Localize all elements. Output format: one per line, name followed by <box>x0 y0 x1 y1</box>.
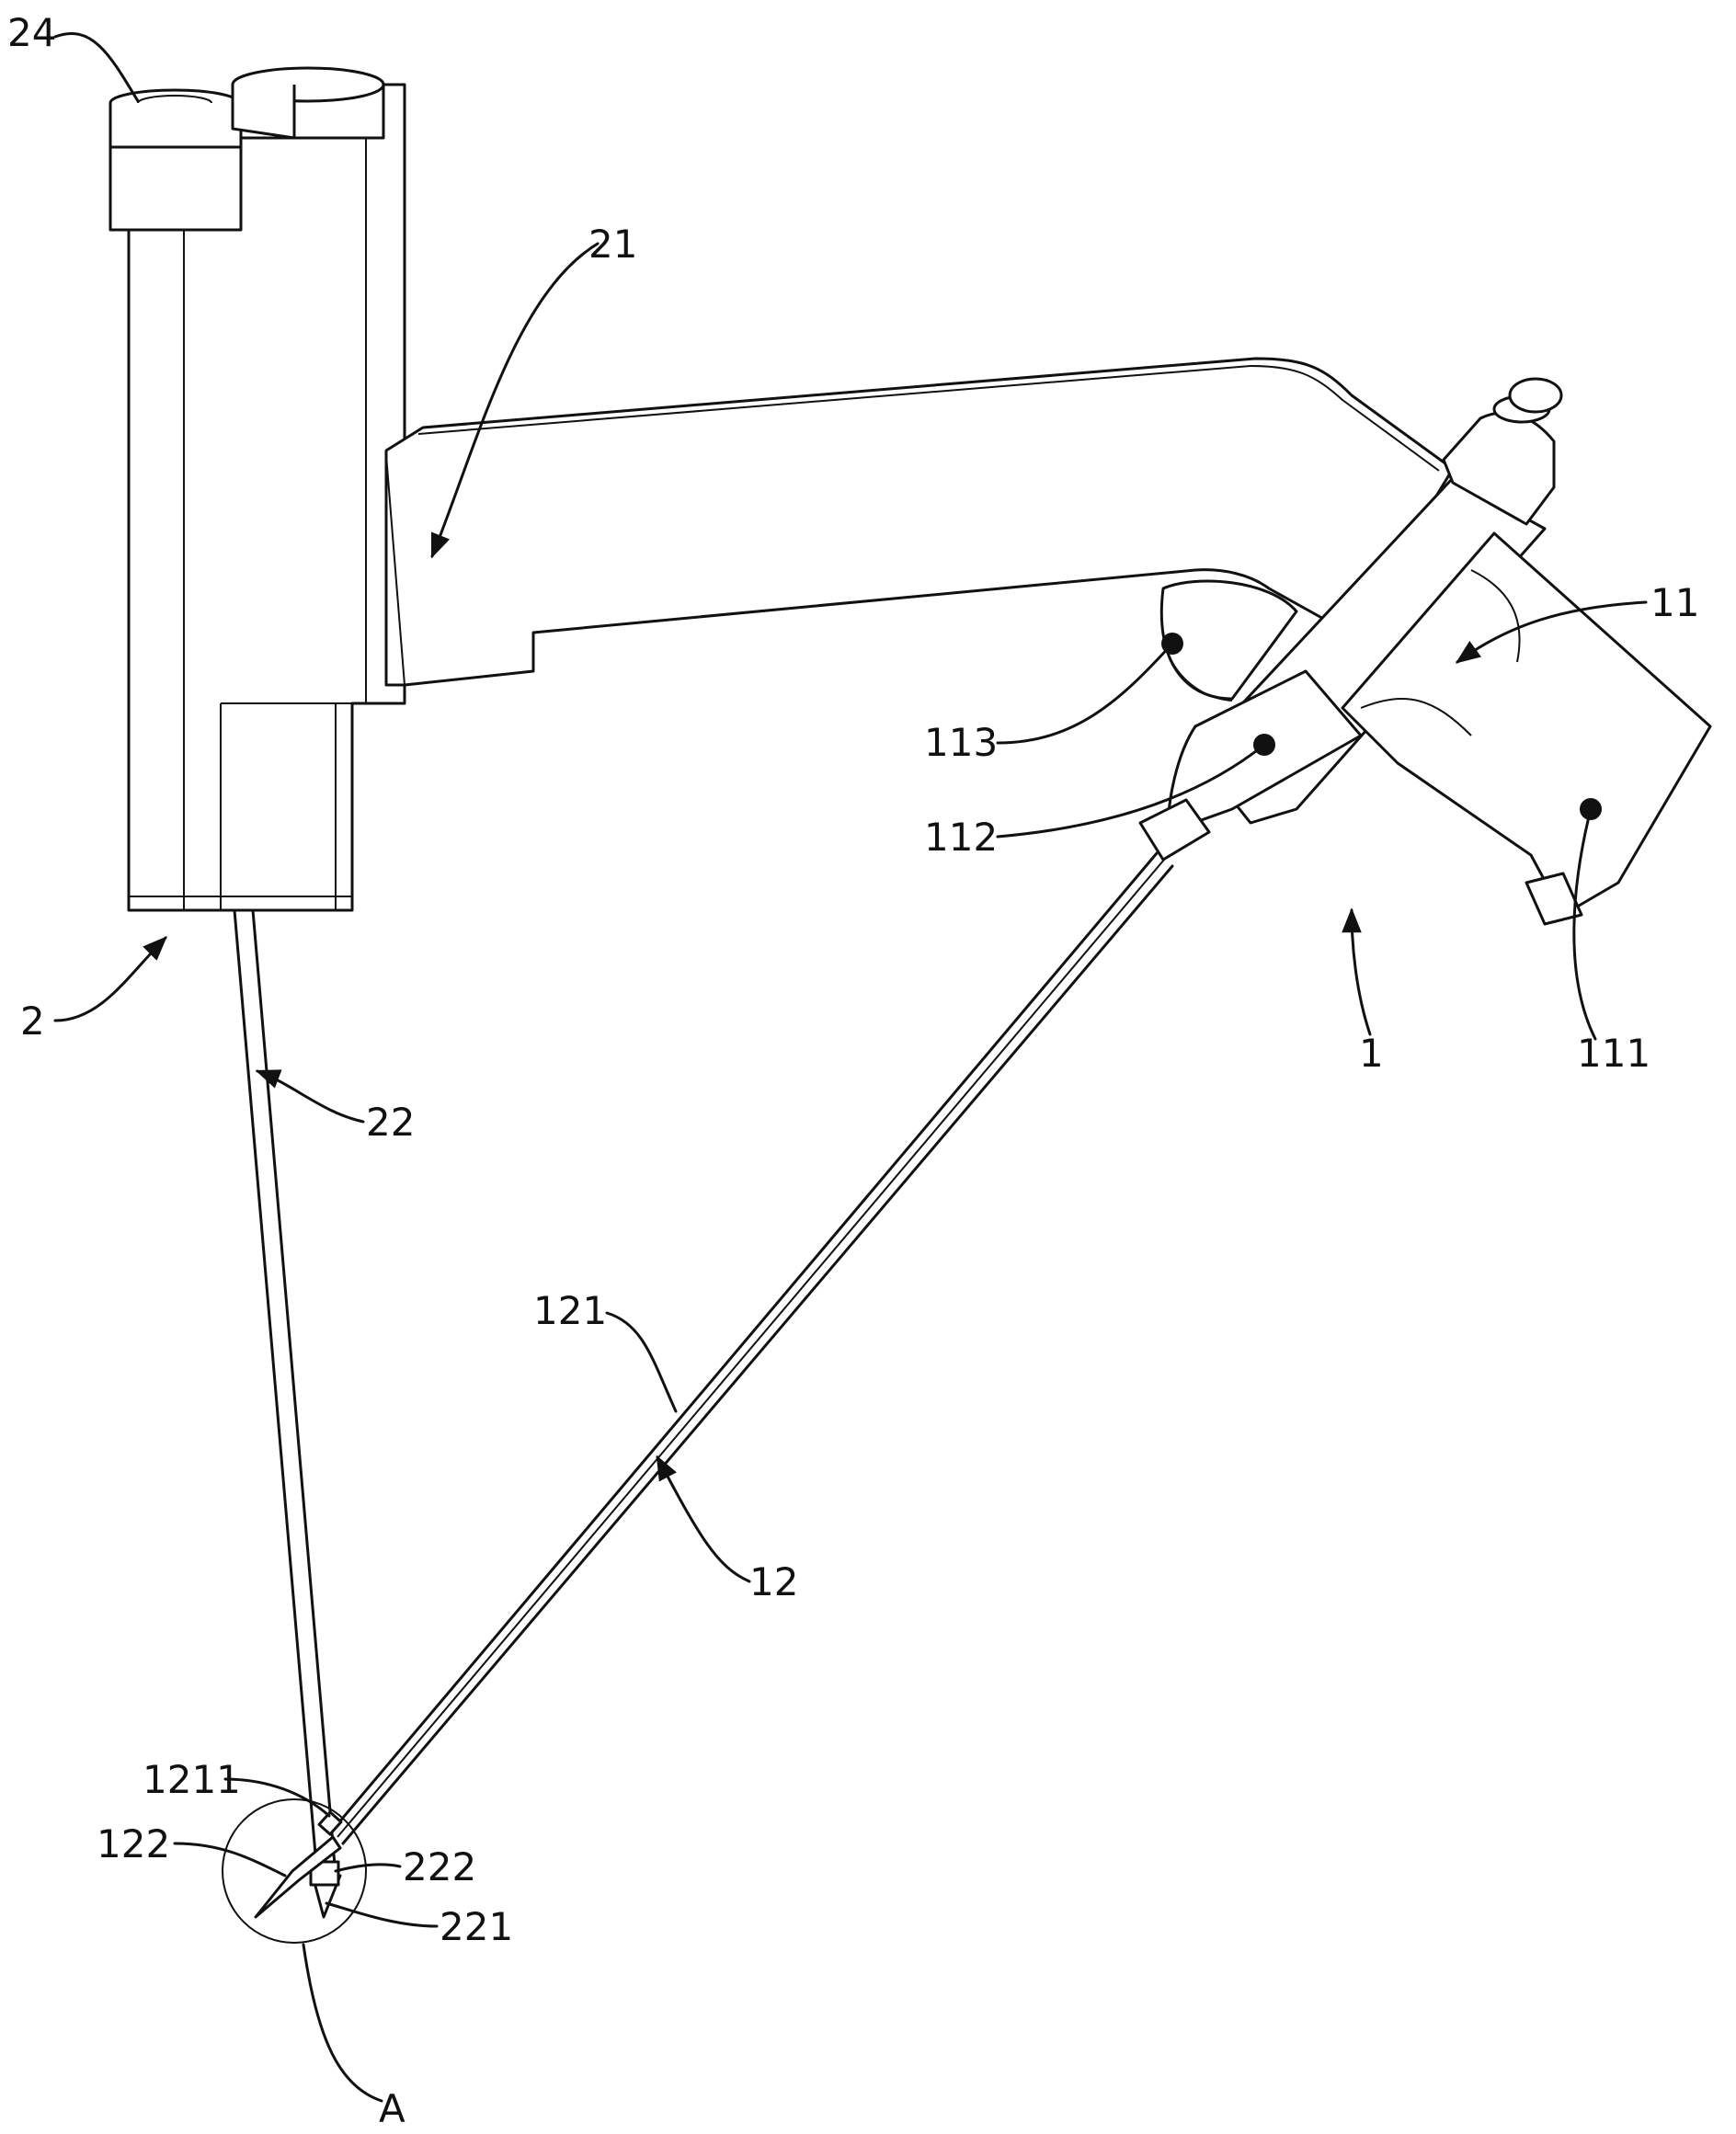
needle-12 <box>254 851 1174 1919</box>
handle-assembly <box>1138 377 1712 926</box>
label-11: 11 <box>1650 580 1699 625</box>
label-22: 22 <box>366 1100 415 1145</box>
horizontal-arm <box>384 357 1455 687</box>
leader-a <box>302 1943 383 2103</box>
label-122: 122 <box>97 1821 170 1866</box>
label-a: A <box>379 2086 405 2131</box>
leader-24 <box>53 32 140 103</box>
leader-112 <box>996 743 1266 839</box>
leader-2 <box>53 936 167 1022</box>
leader-111 <box>1572 807 1597 1041</box>
guide-column-assembly <box>108 66 406 912</box>
label-2: 2 <box>20 999 45 1044</box>
label-112: 112 <box>924 815 998 860</box>
housing-11 <box>1341 531 1712 917</box>
label-1: 1 <box>1359 1031 1384 1076</box>
upper-collar <box>108 145 243 232</box>
leader-1211 <box>223 1777 331 1818</box>
leader-22 <box>255 1069 365 1124</box>
leader-11 <box>1455 600 1648 664</box>
label-24: 24 <box>7 10 56 55</box>
leader-12 <box>656 1455 751 1583</box>
label-21: 21 <box>588 222 637 267</box>
leader-21 <box>430 242 600 559</box>
leader-122 <box>173 1842 287 1877</box>
leader-221 <box>325 1901 439 1928</box>
leader-222 <box>334 1863 402 1873</box>
label-12: 12 <box>749 1559 798 1604</box>
label-222: 222 <box>403 1844 476 1889</box>
label-111: 111 <box>1577 1031 1650 1076</box>
leader-113 <box>996 642 1174 745</box>
label-221: 221 <box>440 1904 513 1949</box>
leader-lines <box>53 32 1648 2103</box>
needle-22 <box>233 908 342 1919</box>
leader-121 <box>605 1311 678 1413</box>
label-1211: 1211 <box>143 1757 241 1802</box>
needle-tip-122 <box>254 1835 342 1919</box>
leader-1 <box>1342 907 1372 1036</box>
label-113: 113 <box>924 720 998 765</box>
label-121: 121 <box>533 1288 607 1333</box>
detail-circle-a <box>222 1798 367 1944</box>
